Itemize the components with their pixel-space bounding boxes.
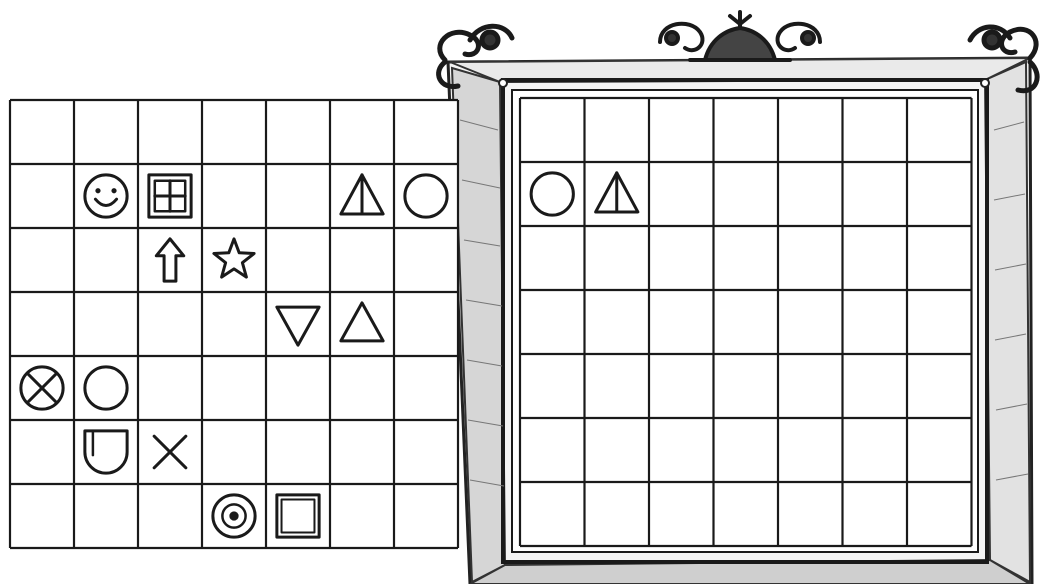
- right-grid-cell-r1-c2[interactable]: [649, 162, 714, 226]
- right-grid-cell-r0-c5[interactable]: [843, 98, 908, 162]
- left-grid-cell-r6-c1[interactable]: [74, 484, 138, 548]
- right-grid-cell-r0-c6[interactable]: [907, 98, 972, 162]
- right-grid: [520, 98, 972, 546]
- right-grid-cell-r4-c2[interactable]: [649, 354, 714, 418]
- frame-rivet-right: [981, 79, 989, 87]
- right-grid-cell-r2-c0[interactable]: [520, 226, 585, 290]
- right-grid-cell-r4-c0[interactable]: [520, 354, 585, 418]
- window-icon: [149, 175, 191, 217]
- right-grid-cell-r2-c5[interactable]: [843, 226, 908, 290]
- right-grid-cell-r3-c1[interactable]: [585, 290, 650, 354]
- left-grid-cell-r6-c0[interactable]: [10, 484, 74, 548]
- left-grid-cell-r2-c1[interactable]: [74, 228, 138, 292]
- left-grid-cell-r3-c0[interactable]: [10, 292, 74, 356]
- left-grid-cell-r5-c0[interactable]: [10, 420, 74, 484]
- left-grid-cell-r0-c3[interactable]: [202, 100, 266, 164]
- left-grid-cell-r3-c2[interactable]: [138, 292, 202, 356]
- left-grid-cell-r0-c2[interactable]: [138, 100, 202, 164]
- left-grid-cell-r5-c6[interactable]: [394, 420, 458, 484]
- right-grid-cell-r1-c6[interactable]: [907, 162, 972, 226]
- right-grid-cell-r0-c2[interactable]: [649, 98, 714, 162]
- right-grid-cell-r6-c3[interactable]: [714, 482, 779, 546]
- right-grid-cell-r2-c2[interactable]: [649, 226, 714, 290]
- left-grid-cell-r0-c4[interactable]: [266, 100, 330, 164]
- right-grid-cell-r5-c0[interactable]: [520, 418, 585, 482]
- left-grid-cell-r4-c2[interactable]: [138, 356, 202, 420]
- crest-ornament: [660, 12, 820, 60]
- right-grid-cell-r1-c5[interactable]: [843, 162, 908, 226]
- right-grid-cell-r3-c6[interactable]: [907, 290, 972, 354]
- right-grid-cell-r5-c5[interactable]: [843, 418, 908, 482]
- right-grid-cell-r3-c2[interactable]: [649, 290, 714, 354]
- right-grid-cell-r2-c4[interactable]: [778, 226, 843, 290]
- right-grid-cell-r3-c3[interactable]: [714, 290, 779, 354]
- right-grid-cell-r5-c6[interactable]: [907, 418, 972, 482]
- right-grid-cell-r2-c6[interactable]: [907, 226, 972, 290]
- right-grid-cell-r6-c4[interactable]: [778, 482, 843, 546]
- left-grid-cell-r0-c1[interactable]: [74, 100, 138, 164]
- right-grid-cell-r6-c1[interactable]: [585, 482, 650, 546]
- right-grid-cell-r6-c2[interactable]: [649, 482, 714, 546]
- right-grid-cell-r0-c3[interactable]: [714, 98, 779, 162]
- left-grid-cell-r3-c1[interactable]: [74, 292, 138, 356]
- left-grid-cell-r2-c4[interactable]: [266, 228, 330, 292]
- left-grid-cell-r0-c0[interactable]: [10, 100, 74, 164]
- right-grid-cell-r4-c5[interactable]: [843, 354, 908, 418]
- right-grid-cell-r3-c4[interactable]: [778, 290, 843, 354]
- left-grid-cell-r5-c4[interactable]: [266, 420, 330, 484]
- left-grid-cell-r2-c6[interactable]: [394, 228, 458, 292]
- left-grid-cell-r2-c0[interactable]: [10, 228, 74, 292]
- right-grid-cell-r4-c1[interactable]: [585, 354, 650, 418]
- left-grid-cell-r6-c5[interactable]: [330, 484, 394, 548]
- right-grid-cell-r4-c3[interactable]: [714, 354, 779, 418]
- left-grid-cell-r1-c0[interactable]: [10, 164, 74, 228]
- right-grid-cell-r5-c2[interactable]: [649, 418, 714, 482]
- right-grid-cell-r2-c1[interactable]: [585, 226, 650, 290]
- right-grid-cell-r0-c0[interactable]: [520, 98, 585, 162]
- right-grid-cell-r1-c4[interactable]: [778, 162, 843, 226]
- left-grid-cell-r1-c4[interactable]: [266, 164, 330, 228]
- left-grid-cell-r1-c3[interactable]: [202, 164, 266, 228]
- left-grid-cell-r4-c3[interactable]: [202, 356, 266, 420]
- frame-right-shade: [985, 62, 1030, 582]
- frame-rivet-left: [499, 79, 507, 87]
- right-grid-cell-r4-c6[interactable]: [907, 354, 972, 418]
- left-grid-cell-r5-c5[interactable]: [330, 420, 394, 484]
- left-grid-cell-r6-c2[interactable]: [138, 484, 202, 548]
- left-grid-cell-r6-c6[interactable]: [394, 484, 458, 548]
- right-grid-cell-r2-c3[interactable]: [714, 226, 779, 290]
- left-grid-cell-r3-c6[interactable]: [394, 292, 458, 356]
- right-grid-cell-r5-c1[interactable]: [585, 418, 650, 482]
- right-grid-cell-r0-c4[interactable]: [778, 98, 843, 162]
- left-grid: [10, 100, 458, 548]
- right-grid-cell-r4-c4[interactable]: [778, 354, 843, 418]
- right-grid-cell-r0-c1[interactable]: [585, 98, 650, 162]
- left-grid-cell-r2-c5[interactable]: [330, 228, 394, 292]
- left-grid-cell-r0-c6[interactable]: [394, 100, 458, 164]
- right-grid-cell-r5-c3[interactable]: [714, 418, 779, 482]
- right-grid-cell-r6-c0[interactable]: [520, 482, 585, 546]
- left-grid-cell-r4-c6[interactable]: [394, 356, 458, 420]
- right-grid-cell-r3-c0[interactable]: [520, 290, 585, 354]
- left-grid-cell-r5-c3[interactable]: [202, 420, 266, 484]
- left-grid-cell-r3-c3[interactable]: [202, 292, 266, 356]
- left-grid-cell-r4-c4[interactable]: [266, 356, 330, 420]
- right-grid-cell-r6-c6[interactable]: [907, 482, 972, 546]
- right-grid-cell-r3-c5[interactable]: [843, 290, 908, 354]
- left-grid-cell-r4-c5[interactable]: [330, 356, 394, 420]
- right-grid-cell-r5-c4[interactable]: [778, 418, 843, 482]
- right-grid-cell-r6-c5[interactable]: [843, 482, 908, 546]
- left-grid-cell-r0-c5[interactable]: [330, 100, 394, 164]
- right-grid-cell-r1-c3[interactable]: [714, 162, 779, 226]
